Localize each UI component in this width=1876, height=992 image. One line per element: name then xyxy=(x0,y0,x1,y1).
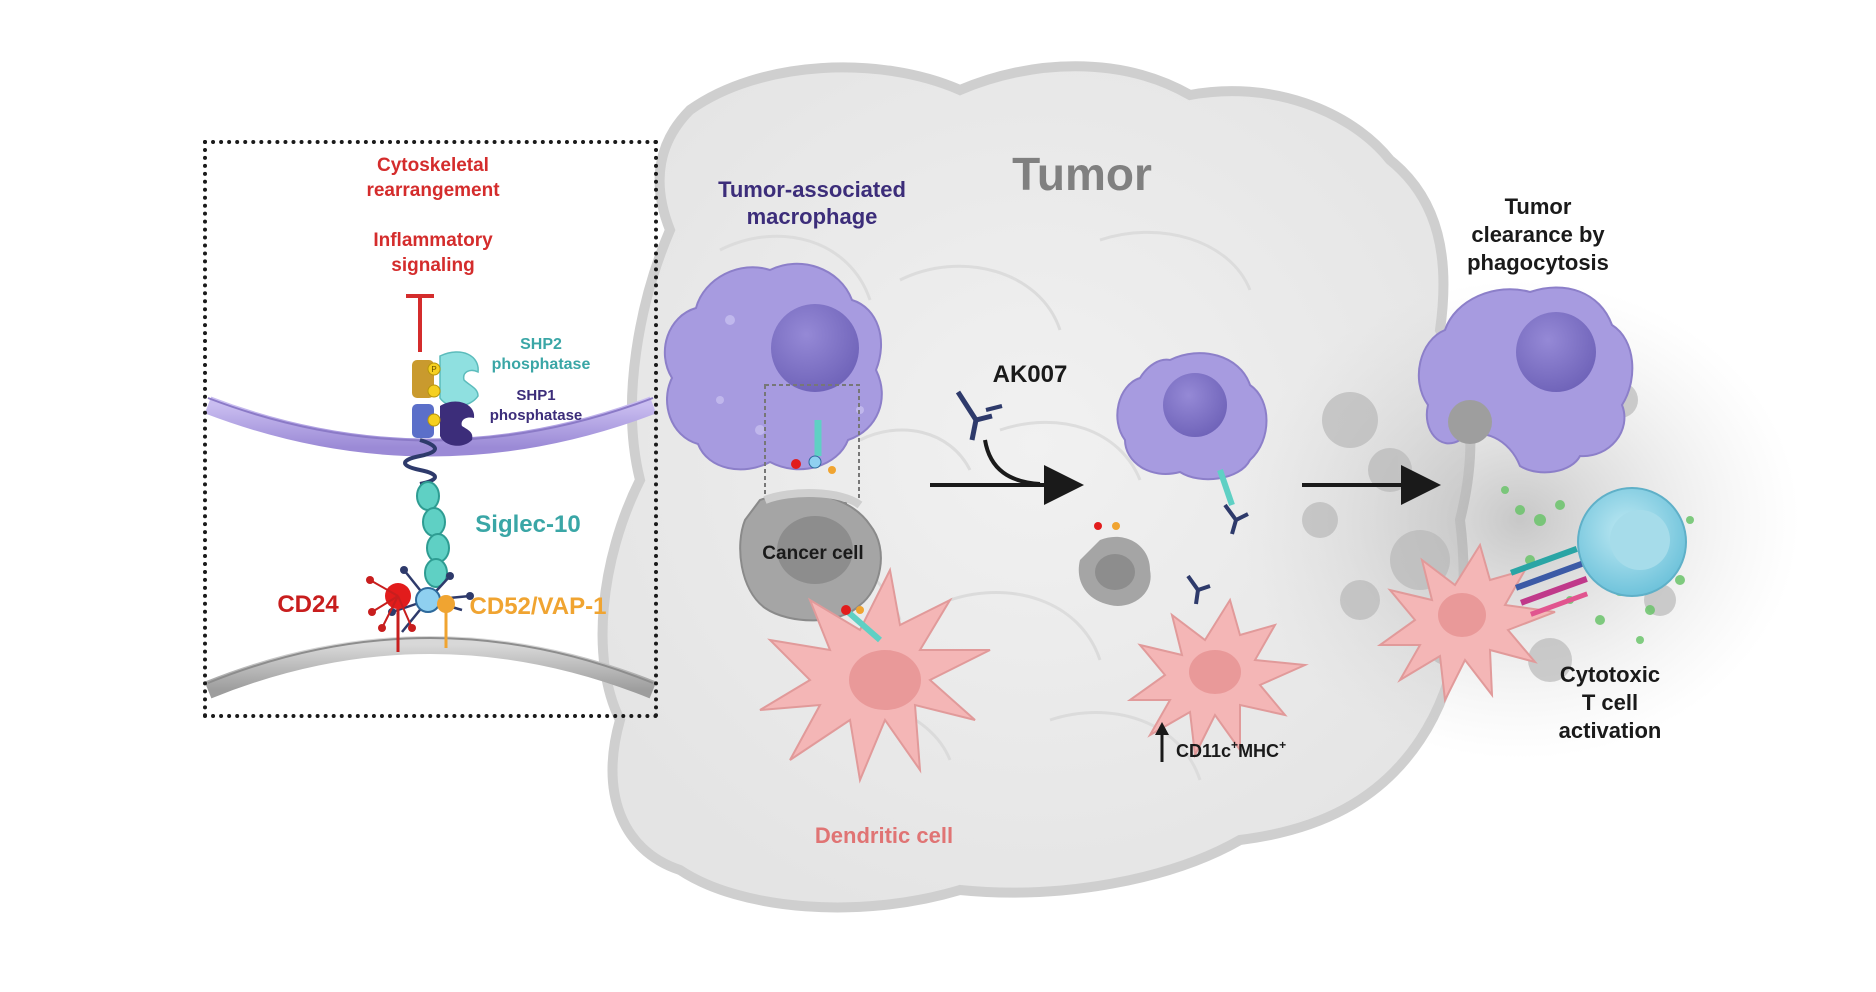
transmembrane-helix xyxy=(403,438,437,486)
cytotoxic-label-line2: T cell xyxy=(1582,690,1638,715)
ak007-antibody-icon xyxy=(955,390,1003,441)
up-arrow-icon xyxy=(1155,722,1169,762)
clearance-label-line1: Tumor xyxy=(1505,194,1572,219)
cancer-cell xyxy=(739,489,882,622)
inhibition-symbol xyxy=(406,294,434,352)
cytotoxic-label-line3: activation xyxy=(1559,718,1662,743)
sialic-acid-glycan-icon xyxy=(388,566,474,633)
cytotoxic-t-cell xyxy=(1577,487,1687,597)
ak007-label: AK007 xyxy=(993,361,1068,388)
tumor-title: Tumor xyxy=(1012,148,1152,200)
siglec10-receptor xyxy=(416,481,450,588)
shp1-label-line2: phosphatase xyxy=(490,407,583,424)
antibody-dc-icon xyxy=(1186,574,1211,605)
shp2-label-line2: phosphatase xyxy=(492,356,591,373)
cd24-label: CD24 xyxy=(277,591,339,618)
tam-label-line2: macrophage xyxy=(747,204,878,229)
inset-membranes xyxy=(204,396,657,699)
shp1-label-line1: SHP1 xyxy=(516,387,555,404)
shp2-label-line1: SHP2 xyxy=(520,336,562,353)
clearance-label-line2: clearance by xyxy=(1471,222,1605,247)
siglec10-label: Siglec-10 xyxy=(475,511,580,538)
mini-ligand-cluster xyxy=(841,605,882,643)
tumor-associated-macrophage xyxy=(663,262,883,471)
marker-label: CD11c+MHC+ xyxy=(1176,738,1286,761)
dendritic-cell-label: Dendritic cell xyxy=(815,823,953,848)
shp1-phosphatase-shape xyxy=(412,401,475,446)
tcr-mhc-interaction-icon xyxy=(1510,546,1589,617)
mini-siglec-complex xyxy=(791,420,836,474)
inflammatory-label-line2: signaling xyxy=(391,255,474,276)
cd52-vap1-ligand-icon xyxy=(437,595,455,648)
inflammatory-label-line1: Inflammatory xyxy=(373,230,493,251)
cytoskeletal-label-line1: Cytoskeletal xyxy=(377,155,489,176)
clearance-label-line3: phagocytosis xyxy=(1467,250,1609,275)
debris-haze xyxy=(1240,280,1800,760)
tam-label-line1: Tumor-associated xyxy=(718,177,906,202)
phospho-label: P xyxy=(431,365,436,374)
cd52-vap1-label: CD52/VAP-1 xyxy=(470,593,607,620)
cancer-cell-label: Cancer cell xyxy=(762,543,863,564)
phospho-icon: P xyxy=(427,362,441,427)
antibody-bound-icon xyxy=(1223,503,1249,535)
arrow-merge-icon xyxy=(983,439,1041,486)
cd24-ligand-icon xyxy=(366,576,416,652)
phagocytosing-macrophage xyxy=(1418,286,1634,474)
dendritic-cell-right xyxy=(1376,542,1556,704)
cytotoxic-label-line1: Cytotoxic xyxy=(1560,662,1660,687)
cytoskeletal-label-line2: rearrangement xyxy=(366,180,500,201)
dendritic-cell xyxy=(759,566,991,784)
macrophage-middle xyxy=(1116,352,1268,506)
dendritic-cell-middle xyxy=(1126,597,1309,759)
siglec-inset-panel xyxy=(203,140,658,718)
cancer-cell-small xyxy=(1078,522,1151,606)
